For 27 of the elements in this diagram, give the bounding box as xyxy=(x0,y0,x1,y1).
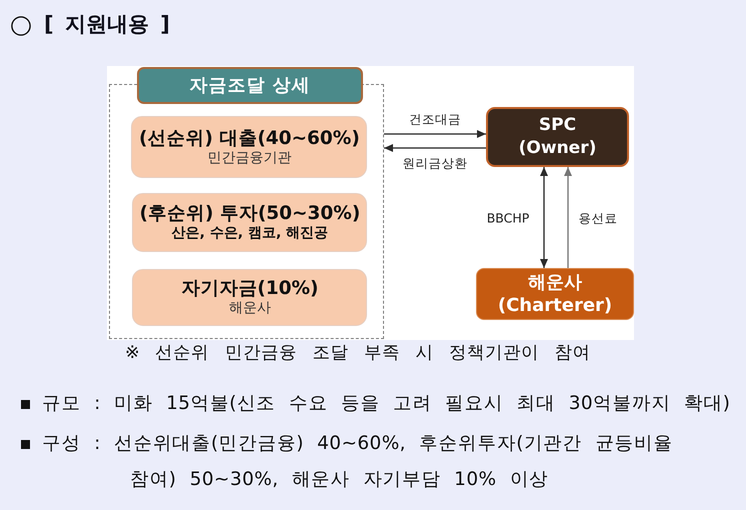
bullet-text: 구성 : 선순위대출(민간금융) 40~60%, 후순위투자(기관간 균등비율 참여) 50~30%, 해운사 자기부담 10% 이상 xyxy=(42,432,674,492)
bullet-text: 규모 : 미화 15억불(신조 수요 등을 고려 필요시 최대 30억불까지 확대) xyxy=(42,392,732,416)
edge-label: 용선료 xyxy=(576,210,620,225)
arrow xyxy=(384,144,486,152)
arrow xyxy=(384,130,486,138)
funding-source: 민간금융기관 xyxy=(207,150,292,167)
arrow xyxy=(564,167,572,268)
funding-title: (선순위) 대출(40~60%) xyxy=(138,128,360,150)
funding-source: 산은, 수은, 캠코, 해진공 xyxy=(172,225,328,242)
funding-title: 자기자금(10%) xyxy=(181,278,318,300)
footnote: ※ 선순위 민간금융 조달 부족 시 정책기관이 참여 xyxy=(125,342,591,365)
edge-label: 건조대금 xyxy=(407,112,463,126)
edge-label: 원리금상환 xyxy=(400,156,470,170)
funding-box xyxy=(131,116,368,178)
section-title: [ 지원내용 ] xyxy=(44,11,170,38)
owner-box xyxy=(486,107,629,167)
charterer-box xyxy=(476,268,634,320)
edge-label: BBCHP xyxy=(484,210,532,225)
owner-label: SPC (Owner) xyxy=(518,114,596,160)
header-label: 자금조달 상세 xyxy=(189,74,311,96)
charterer-label: 해운사 (Charterer) xyxy=(498,271,612,317)
double-arrow xyxy=(540,167,548,268)
funding-title: (후순위) 투자(50~30%) xyxy=(139,203,360,226)
funding-box xyxy=(132,269,368,326)
funding-source: 해운사 xyxy=(228,300,271,318)
funding-box xyxy=(132,193,368,252)
header-box xyxy=(137,67,363,104)
